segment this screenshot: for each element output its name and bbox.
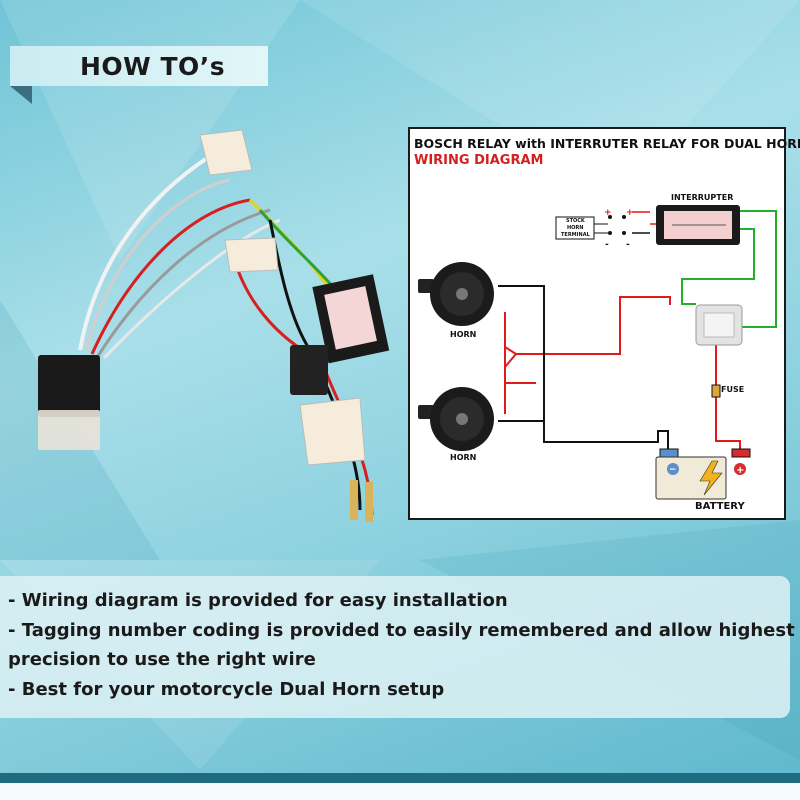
info-line-4: - Best for your motorcycle Dual Horn set… [8,679,445,700]
page-title: HOW TO’s [80,52,226,81]
horn-terminal-label: HORN [567,225,584,231]
stock-label: STOCK [566,218,585,224]
info-line-1: - Wiring diagram is provided for easy in… [8,590,508,611]
horn-top-label: HORN [450,330,477,339]
wiring-diagram: + + - - [418,205,777,500]
bottom-stripe-light [0,783,800,800]
info-box: - Wiring diagram is provided for easy in… [0,576,795,718]
svg-text:+: + [626,208,634,218]
svg-text:+: + [736,465,744,476]
svg-text:+: + [604,208,612,218]
svg-text:−: − [669,465,677,475]
product-photo [38,129,390,522]
diagram-title: BOSCH RELAY with INTERRUTER RELAY FOR DU… [414,136,800,151]
info-line-3: precision to use the right wire [8,649,316,670]
terminal-label: TERMINAL [561,232,590,238]
horn-bottom-icon [418,387,494,451]
info-line-2: - Tagging number coding is provided to e… [8,620,795,641]
battery-label: BATTERY [695,501,745,512]
horn-bottom-label: HORN [450,453,477,462]
diagram-subtitle: WIRING DIAGRAM [414,153,544,168]
header-banner-fold [10,86,32,104]
wiring-diagram-card: BOSCH RELAY with INTERRUTER RELAY FOR DU… [408,127,800,520]
svg-text:-: - [626,240,630,250]
bottom-stripe [0,773,800,783]
svg-text:-: - [605,240,609,250]
relay-icon [695,304,743,346]
battery-icon: − + [655,448,751,500]
horn-top-icon [418,262,494,326]
header-banner [10,46,268,86]
interrupter-label: INTERRUPTER [671,193,734,202]
fuse-label: FUSE [721,385,745,394]
